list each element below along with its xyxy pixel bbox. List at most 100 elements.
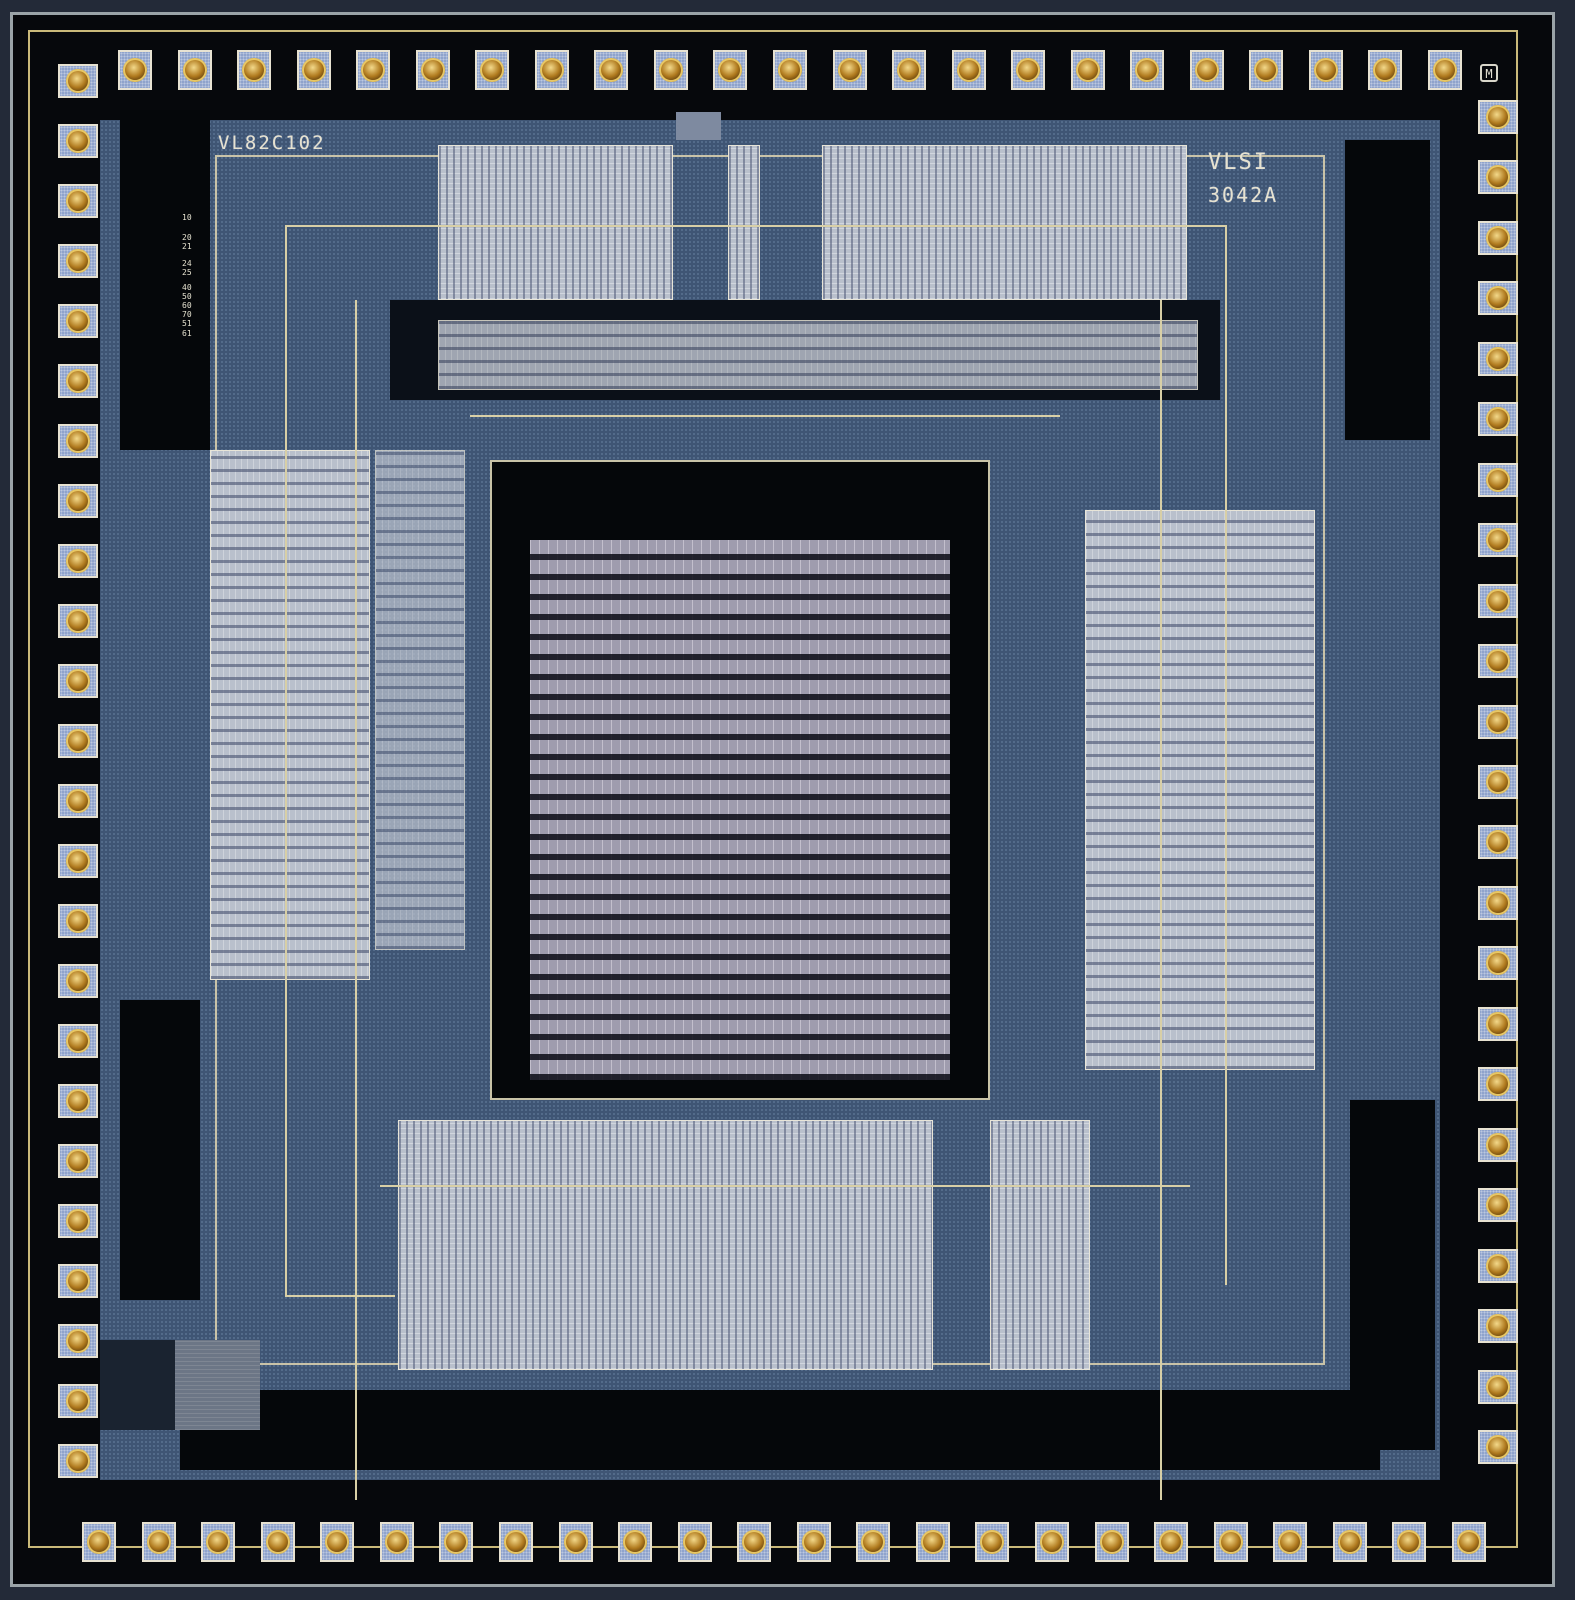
mask-logo-icon: M: [1480, 64, 1498, 82]
metal-bus-bottom: [180, 1390, 1380, 1470]
bond-pad-right: [1478, 220, 1518, 255]
routing-wire: [355, 300, 357, 1500]
bond-wire-ball-icon: [1486, 770, 1510, 794]
bond-pad-bottom: [1452, 1522, 1486, 1562]
bond-wire-ball-icon: [1486, 407, 1510, 432]
metal-bus-right-top: [1345, 140, 1430, 440]
mask-layer-id: 24: [182, 259, 192, 268]
bond-pad-left: [58, 544, 98, 578]
bond-wire-ball-icon: [956, 58, 981, 82]
bond-pad-right: [1478, 402, 1518, 437]
bond-wire-ball-icon: [837, 58, 862, 82]
bond-pad-top: [415, 50, 450, 90]
bond-wire-ball-icon: [1486, 1193, 1510, 1218]
bond-pad-left: [58, 1264, 98, 1298]
left-register-block: [210, 450, 370, 980]
bond-pad-right: [1478, 765, 1518, 799]
bond-wire-ball-icon: [1433, 58, 1457, 82]
mask-layer-id: 61: [182, 329, 192, 338]
bond-wire-ball-icon: [1486, 286, 1510, 311]
bond-wire-ball-icon: [182, 58, 207, 82]
bond-pad-right: [1478, 1067, 1518, 1102]
bond-pad-bottom: [856, 1522, 891, 1562]
routing-wire: [1160, 300, 1162, 1500]
bond-wire-ball-icon: [1486, 890, 1510, 915]
bond-wire-ball-icon: [66, 189, 90, 213]
bond-wire-ball-icon: [66, 429, 90, 453]
bond-wire-ball-icon: [658, 58, 683, 82]
bond-pad-left: [58, 484, 98, 518]
routing-wire: [285, 225, 1225, 227]
bond-pad-left: [58, 664, 98, 698]
bond-pad-left: [58, 844, 98, 878]
bond-wire-ball-icon: [1486, 951, 1510, 976]
bond-pad-right: [1478, 583, 1518, 618]
bottom-datapath-16bit: [398, 1120, 933, 1370]
bond-pad-left: [58, 784, 98, 818]
mask-layer-id: 20: [182, 233, 192, 242]
bond-wire-ball-icon: [66, 1089, 90, 1113]
bond-wire-ball-icon: [718, 58, 743, 82]
bond-pad-bottom: [201, 1522, 236, 1562]
bond-wire-ball-icon: [1486, 1132, 1510, 1157]
top-io-block-right: [822, 145, 1187, 300]
bond-wire-ball-icon: [66, 909, 90, 933]
top-driver-row: [438, 320, 1198, 390]
bond-pad-bottom: [320, 1522, 355, 1562]
bond-wire-ball-icon: [1486, 1435, 1510, 1459]
routing-wire: [285, 1295, 395, 1297]
routing-wire: [285, 225, 287, 1295]
bond-wire-ball-icon: [801, 1530, 826, 1554]
bond-pad-right: [1478, 160, 1518, 195]
bond-wire-ball-icon: [503, 1530, 528, 1554]
bond-pad-top: [356, 50, 391, 90]
bond-wire-ball-icon: [1486, 830, 1510, 855]
bond-pad-bottom: [379, 1522, 414, 1562]
bond-pad-left: [58, 904, 98, 938]
bond-wire-ball-icon: [66, 1329, 90, 1353]
top-io-block-left: [438, 145, 673, 300]
bond-pad-right: [1478, 1006, 1518, 1041]
bond-wire-ball-icon: [1194, 58, 1219, 82]
bond-pad-bottom: [260, 1522, 295, 1562]
bond-wire-ball-icon: [301, 58, 326, 82]
bond-pad-bottom: [1273, 1522, 1308, 1562]
bond-pad-top: [237, 50, 272, 90]
bond-pad-top: [1308, 50, 1343, 90]
bond-wire-ball-icon: [1373, 58, 1398, 82]
bond-pad-left: [58, 964, 98, 998]
bond-pad-right: [1478, 462, 1518, 497]
bond-wire-ball-icon: [66, 249, 90, 273]
bond-pad-bottom: [558, 1522, 593, 1562]
bond-wire-ball-icon: [920, 1530, 945, 1554]
bond-pad-bottom: [1392, 1522, 1427, 1562]
bond-wire-ball-icon: [66, 369, 90, 393]
bond-wire-ball-icon: [420, 58, 445, 82]
bond-wire-ball-icon: [1135, 58, 1160, 82]
bond-wire-ball-icon: [1486, 346, 1510, 371]
bond-pad-right: [1478, 825, 1518, 860]
bond-pad-top: [534, 50, 569, 90]
bond-pad-left: [58, 724, 98, 758]
bond-pad-right: [1478, 644, 1518, 679]
bond-wire-ball-icon: [66, 729, 90, 753]
bond-wire-ball-icon: [599, 58, 624, 82]
bond-pad-right: [1478, 946, 1518, 981]
metal-bus-left-bottom: [120, 1000, 200, 1300]
bond-pad-right: [1478, 523, 1518, 558]
bond-pad-right: [1478, 341, 1518, 376]
bond-pad-top: [892, 50, 927, 90]
bond-wire-ball-icon: [1337, 1530, 1362, 1554]
bond-wire-ball-icon: [1254, 58, 1279, 82]
left-register-drivers: [375, 450, 465, 950]
bond-wire-ball-icon: [66, 549, 90, 573]
bond-pad-left: [58, 124, 98, 158]
bond-pad-right: [1478, 885, 1518, 920]
bond-wire-ball-icon: [66, 969, 90, 993]
bond-pad-left: [58, 304, 98, 338]
bond-pad-top: [1070, 50, 1105, 90]
bond-pad-right: [1478, 1430, 1518, 1464]
bond-pad-left: [58, 244, 98, 278]
bond-pad-bottom: [677, 1522, 712, 1562]
part-number-marking: VL82C102: [218, 132, 326, 154]
